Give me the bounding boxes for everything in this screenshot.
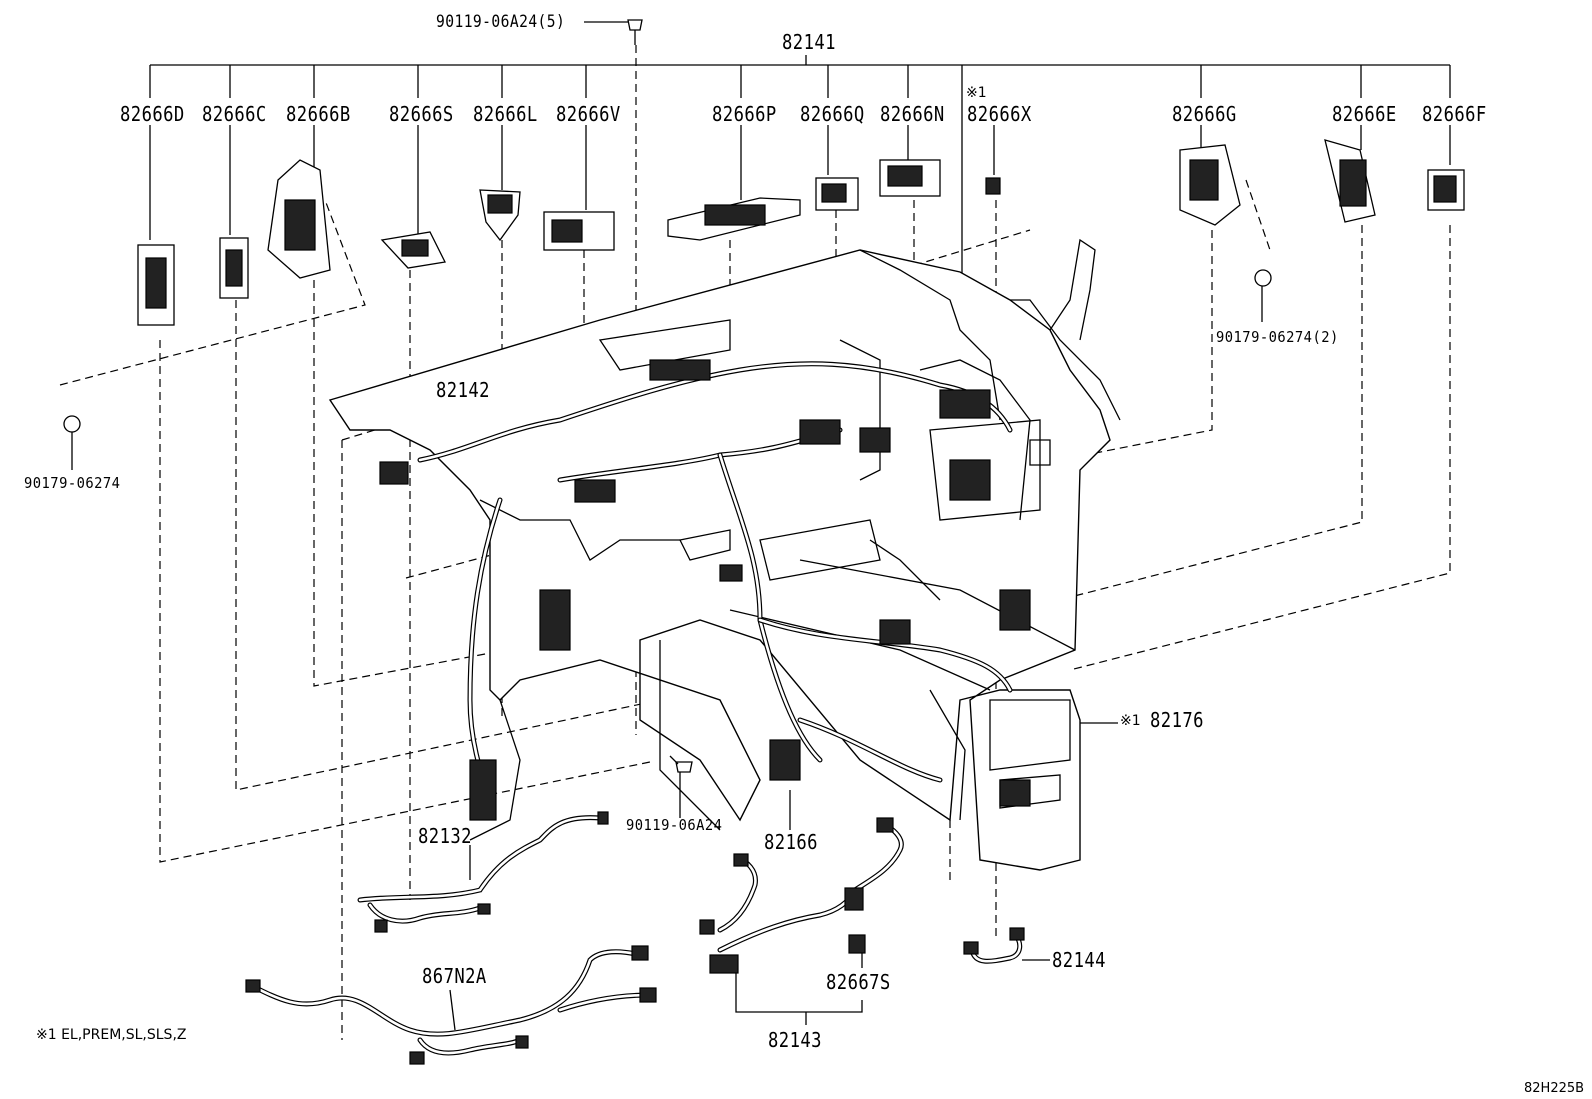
label-82666E: 82666E	[1332, 102, 1397, 126]
label-82141: 82141	[782, 30, 836, 54]
label-82176: 82176	[1150, 708, 1204, 732]
label-82132: 82132	[418, 824, 472, 848]
label-82666F: 82666F	[1422, 102, 1487, 126]
leader-lines	[71, 21, 1451, 1031]
note-82176: ※1	[1120, 713, 1141, 729]
footnote: ※1 EL,PREM,SL,SLS,Z	[36, 1027, 187, 1043]
label-82666S: 82666S	[389, 102, 454, 126]
label-82666L: 82666L	[473, 102, 538, 126]
label-82666D: 82666D	[120, 102, 185, 126]
label-82144: 82144	[1052, 948, 1106, 972]
label-82666V: 82666V	[556, 102, 621, 126]
label-82667S: 82667S	[826, 970, 891, 994]
components-top	[63, 19, 1465, 773]
label-82666Q: 82666Q	[800, 102, 865, 126]
harness-82143	[699, 817, 904, 974]
label-90179-06274: 90179-06274	[24, 474, 121, 492]
label-82666P: 82666P	[712, 102, 777, 126]
note-82666X: ※1	[966, 85, 987, 101]
label-90179-06274-2: 90179-06274(2)	[1216, 328, 1339, 346]
harness-82132	[357, 811, 609, 933]
instrument-panel-body	[328, 238, 1121, 871]
label-90119-06A24: 90119-06A24	[626, 816, 723, 834]
label-82143: 82143	[768, 1028, 822, 1052]
label-82142: 82142	[436, 378, 490, 402]
label-82666C: 82666C	[202, 102, 267, 126]
harness-82141	[379, 359, 1031, 821]
harness-82144	[963, 927, 1025, 964]
label-90119-06A24-5: 90119-06A24(5)	[436, 12, 566, 32]
label-867N2A: 867N2A	[422, 964, 487, 988]
label-82666N: 82666N	[880, 102, 945, 126]
label-82166: 82166	[764, 830, 818, 854]
label-82666B: 82666B	[286, 102, 351, 126]
label-82666X: 82666X	[967, 102, 1032, 126]
diagram-code: 82H225B	[1524, 1081, 1585, 1096]
harness-867N2A	[245, 945, 657, 1065]
label-82666G: 82666G	[1172, 102, 1237, 126]
